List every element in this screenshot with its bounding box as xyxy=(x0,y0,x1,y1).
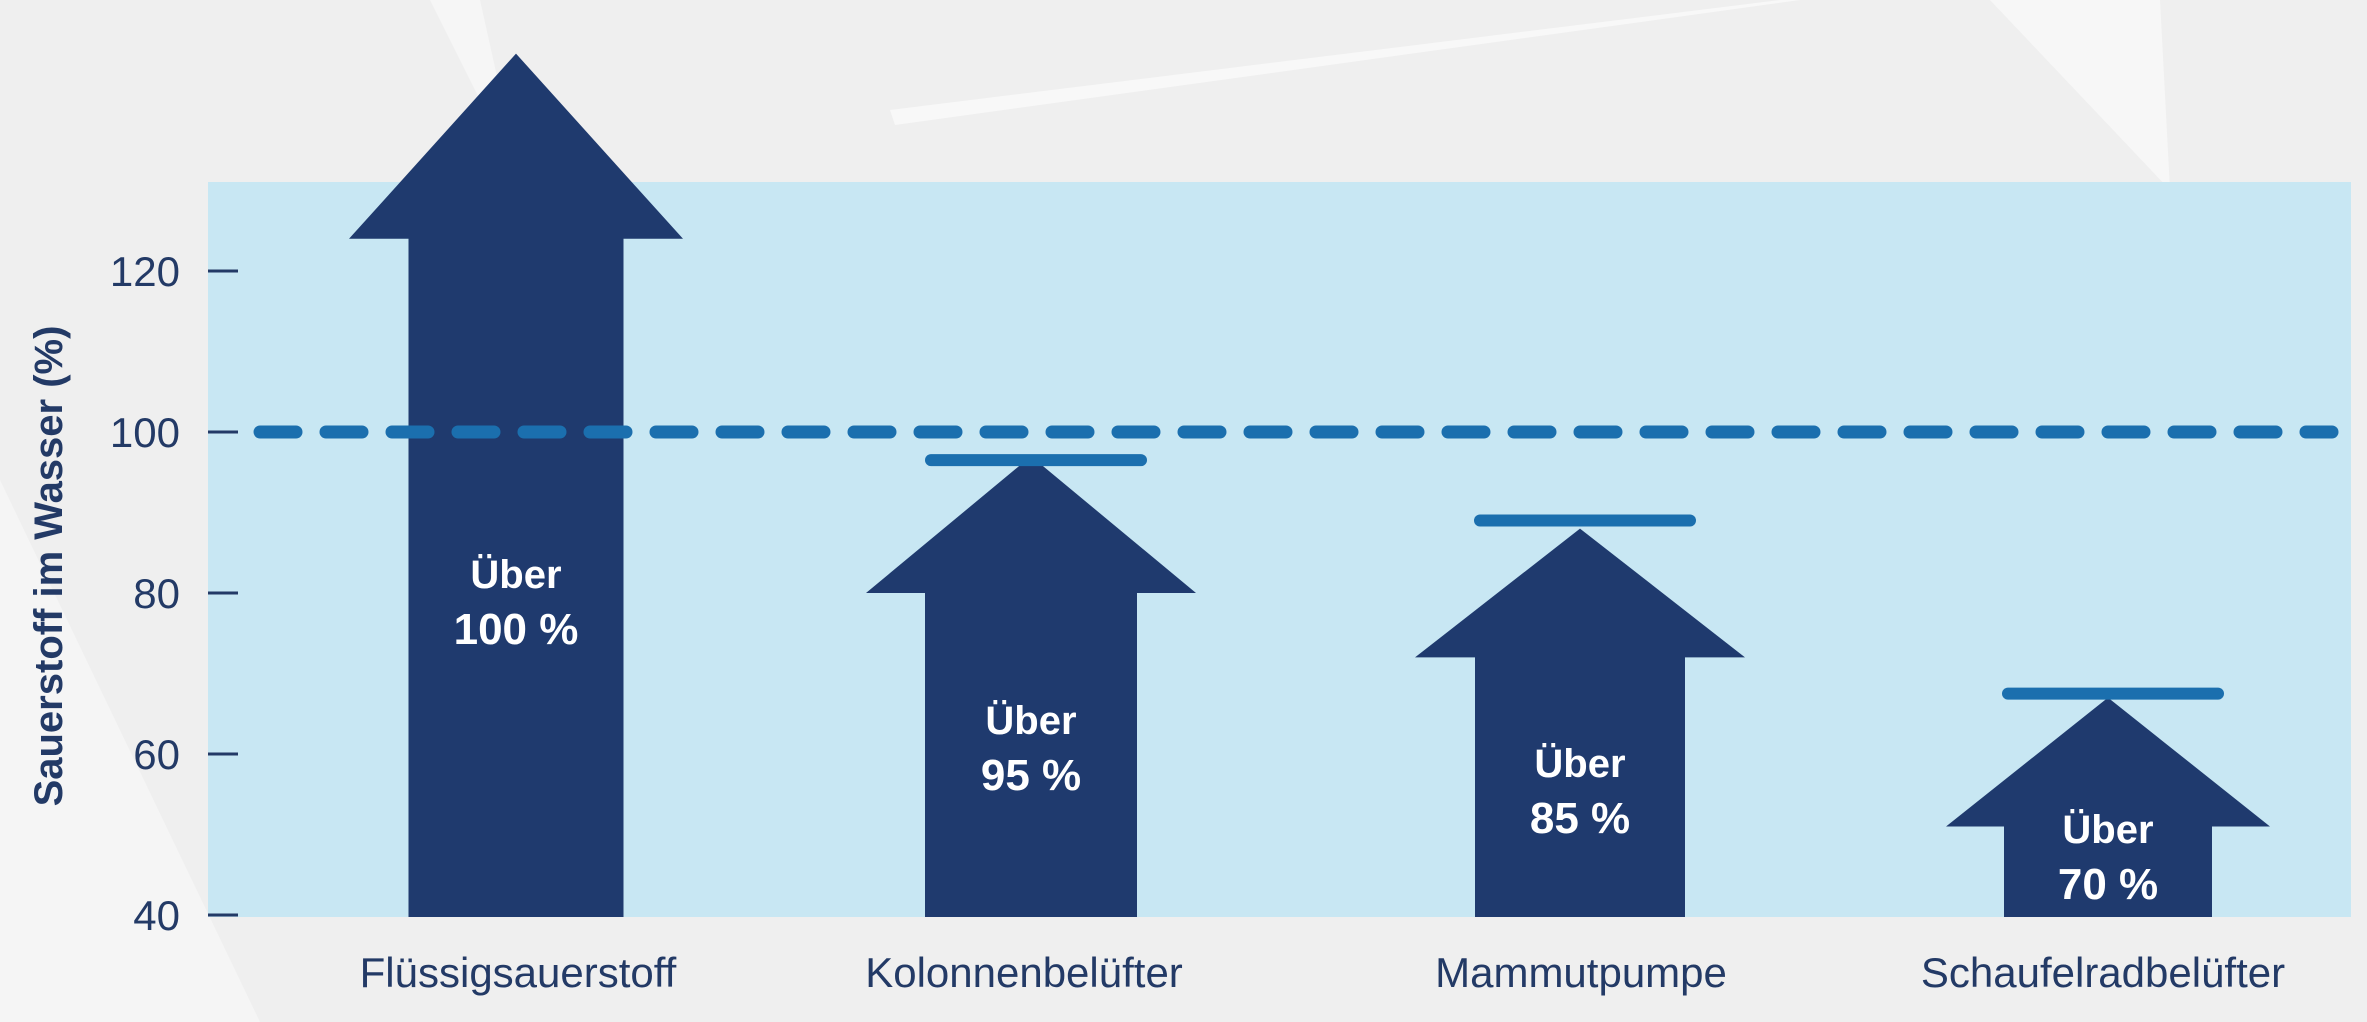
category-label: Mammutpumpe xyxy=(1435,949,1727,996)
value-label-line1: Über xyxy=(2062,807,2153,852)
category-labels: Flüssigsauerstoff Kolonnenbelüfter Mammutp… xyxy=(360,949,2285,996)
arrow-3 xyxy=(1415,528,1745,917)
value-label-line2: 100 % xyxy=(454,605,579,654)
category-label: Schaufelradbelüfter xyxy=(1921,949,2285,996)
value-labels: Über 100 % Über 95 % Über 85 % Über 70 % xyxy=(454,552,2159,909)
y-axis: 40 60 80 100 120 xyxy=(110,248,238,939)
y-tick-label: 100 xyxy=(110,409,180,456)
value-label-line2: 95 % xyxy=(981,751,1081,800)
y-tick-label: 40 xyxy=(133,892,180,939)
y-tick-label: 60 xyxy=(133,731,180,778)
value-label-line1: Über xyxy=(470,552,561,597)
value-label-line2: 85 % xyxy=(1530,794,1630,843)
category-label: Kolonnenbelüfter xyxy=(865,949,1183,996)
background-decoration xyxy=(0,0,2170,1022)
y-tick-label: 120 xyxy=(110,248,180,295)
y-tick-label: 80 xyxy=(133,570,180,617)
value-label-line2: 70 % xyxy=(2058,860,2158,909)
level-caps xyxy=(925,454,2224,700)
arrows xyxy=(349,53,2270,917)
value-label-line1: Über xyxy=(985,698,1076,743)
arrow-2 xyxy=(866,456,1196,917)
arrow-4 xyxy=(1946,697,2270,917)
category-label: Flüssigsauerstoff xyxy=(360,949,677,996)
y-axis-label: Sauerstoff im Wasser (%) xyxy=(27,326,71,807)
value-label-line1: Über xyxy=(1534,741,1625,786)
arrow-1 xyxy=(349,53,683,917)
